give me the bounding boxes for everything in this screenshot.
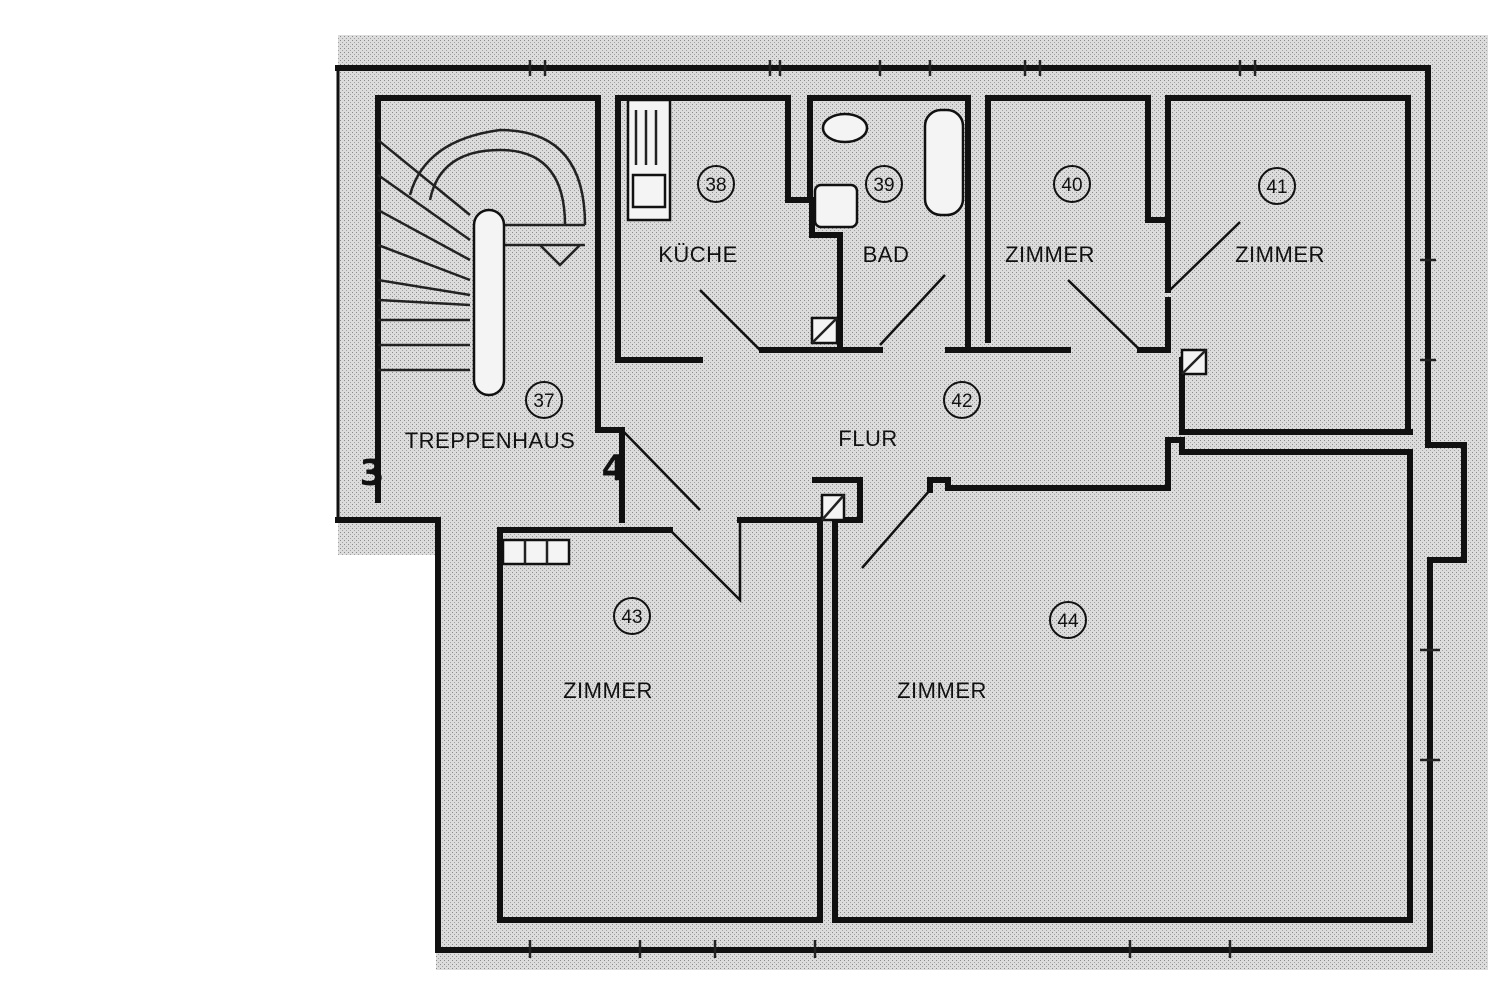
room-numbers: 37 38 39 40 41 42 43 44 [525,165,1296,639]
room-labels: TREPPENHAUS KÜCHE BAD ZIMMER ZIMMER FLUR… [405,242,1325,703]
room-label-zimmer-44: ZIMMER [897,678,987,703]
room-label-treppenhaus: TREPPENHAUS [405,428,576,453]
plan-paper [338,35,1488,970]
room-label-zimmer-43: ZIMMER [563,678,653,703]
room-number-43: 43 [621,607,642,628]
window-marks [528,60,1440,958]
room-label-zimmer-40: ZIMMER [1005,242,1095,267]
room-number-37: 37 [533,391,554,412]
room-number-39: 39 [873,175,894,196]
shafts [501,348,1208,566]
handwritten-mark-4: 4 [601,448,626,489]
room-number-42: 42 [951,391,972,412]
handwritten-mark-3: 3 [359,453,384,494]
room-number-40: 40 [1061,175,1082,196]
room-label-kueche: KÜCHE [658,242,738,267]
bath-fixtures [810,108,965,345]
kitchen-fixtures [626,98,672,222]
inner-walls [375,95,1413,923]
room-label-bad: BAD [863,242,910,267]
door-swings [621,221,1241,604]
room-number-38: 38 [705,175,726,196]
room-label-zimmer-41: ZIMMER [1235,242,1325,267]
room-number-41: 41 [1266,177,1287,198]
room-label-flur: FLUR [838,426,897,451]
room-number-44: 44 [1057,611,1079,632]
staircase [377,128,587,397]
outer-walls [335,65,1467,953]
